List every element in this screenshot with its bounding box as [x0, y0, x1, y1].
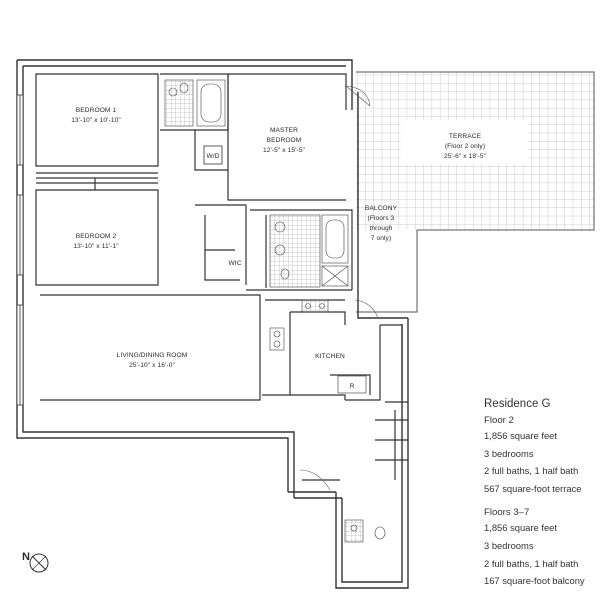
room-labels: BEDROOM 1 13'-10" x 10'-10" BEDROOM 2 13… [71, 107, 486, 390]
residence-info: Residence G Floor 2 1,856 square feet 3 … [484, 398, 606, 590]
floors37-line: 3 bedrooms [484, 539, 534, 551]
floors37-heading: Floors 3–7 [484, 507, 530, 519]
floor2-heading: Floor 2 [484, 415, 514, 426]
floor2-line: 567 square-foot terrace [484, 482, 582, 494]
outer-walls [16, 59, 409, 589]
living-dims: 25'-10" x 16'-0" [129, 362, 175, 369]
terrace-dims: 25'-6" x 18'-5" [444, 153, 487, 160]
master-bath-fixtures [269, 214, 349, 288]
terrace-name: TERRACE [449, 133, 482, 140]
powder-room-fixtures [344, 519, 386, 543]
kitchen-fixtures [269, 299, 367, 394]
floor2-line: 3 bedrooms [484, 447, 534, 459]
interior-walls [35, 73, 408, 481]
doors [299, 85, 379, 491]
balcony-note2: through [369, 225, 392, 232]
bedroom1-name: BEDROOM 1 [76, 107, 117, 114]
kitchen-name: KITCHEN [315, 353, 345, 360]
floor2-line: 2 full baths, 1 half bath [484, 465, 579, 477]
balcony-note1: (Floors 3 [368, 215, 395, 222]
floor2-line: 1,856 square feet [484, 430, 557, 441]
balcony-name: BALCONY [365, 205, 398, 212]
living-name: LIVING/DINING ROOM [117, 352, 188, 359]
compass-label: N [22, 551, 30, 563]
residence-title: Residence G [484, 398, 551, 410]
floors37-line: 167 square-foot balcony [484, 575, 585, 587]
compass-icon [29, 553, 49, 573]
terrace-note: (Floor 2 only) [445, 143, 485, 150]
bath1-fixtures [164, 79, 226, 127]
balcony-note3: 7 only) [371, 235, 392, 242]
master-name-1: MASTER [270, 127, 298, 134]
master-dims: 12'-5" x 15'-5" [263, 147, 306, 154]
master-name-2: BEDROOM [267, 137, 302, 144]
bedroom2-name: BEDROOM 2 [76, 233, 117, 240]
wd-name: W/D [206, 153, 219, 160]
terrace-area [356, 71, 595, 313]
floors37-line: 1,856 square feet [484, 522, 557, 534]
wic-name: WIC [228, 260, 241, 267]
bedroom2-dims: 13'-10" x 11'-1" [73, 243, 119, 250]
floors37-line: 2 full baths, 1 half bath [484, 557, 579, 569]
washer-dryer [203, 145, 223, 165]
bedroom1-dims: 13'-10" x 10'-10" [71, 117, 121, 124]
fridge-name: R [350, 383, 355, 390]
windows-west [16, 94, 24, 406]
